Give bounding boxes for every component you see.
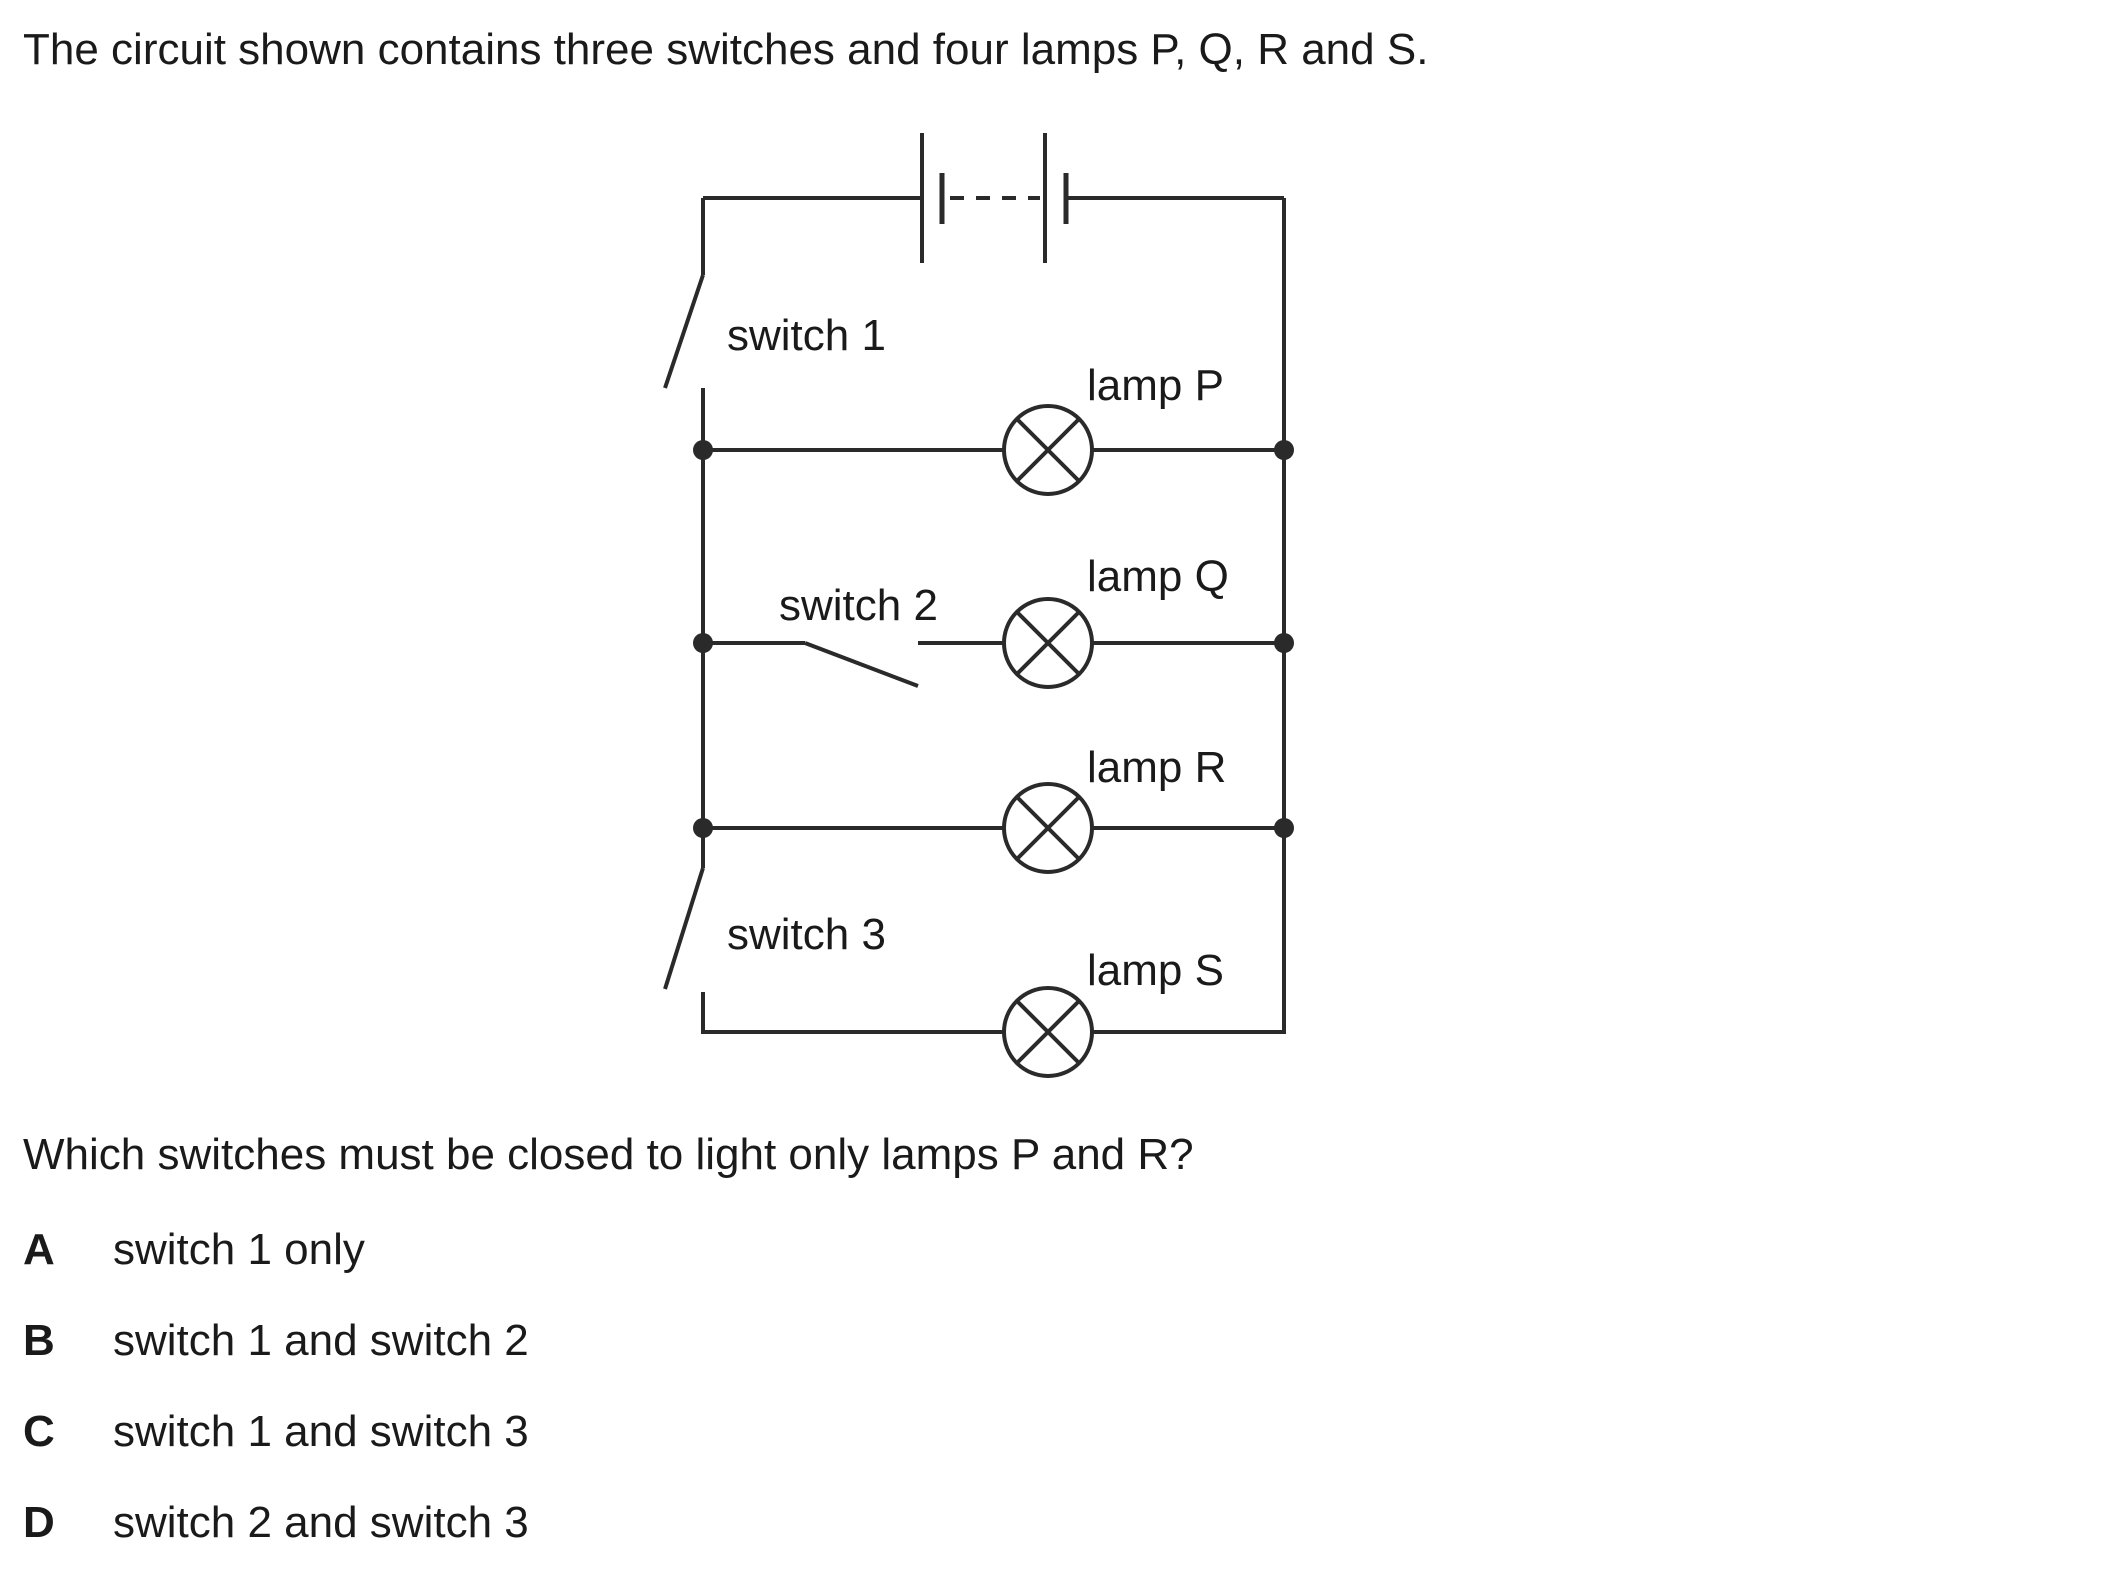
option-text: switch 1 only [113, 1225, 365, 1274]
lamp-r-label: lamp R [1087, 743, 1226, 792]
lamp-s-icon [1002, 986, 1094, 1078]
lamp-p-icon [1002, 404, 1094, 496]
switch-2-label: switch 2 [779, 581, 938, 630]
right-rail [1092, 198, 1286, 1034]
junction-dot-icon [1274, 440, 1294, 460]
lamp-s-label: lamp S [1087, 946, 1224, 995]
option-text: switch 2 and switch 3 [113, 1498, 529, 1547]
switch-1-label: switch 1 [727, 311, 886, 360]
junction-dot-icon [1274, 633, 1294, 653]
lamp-r-cross-b [1015, 795, 1081, 861]
option-letter: A [23, 1225, 55, 1274]
lamp-q-cross-b [1015, 610, 1081, 676]
intro-text: The circuit shown contains three switche… [23, 25, 1429, 74]
lamp-s-cross-b [1015, 999, 1081, 1065]
switch-3-blade [663, 867, 705, 990]
junction-dot-icon [1274, 818, 1294, 838]
lamp-p-label: lamp P [1087, 361, 1224, 410]
option-letter: B [23, 1316, 55, 1365]
lamp-r-icon [1002, 782, 1094, 874]
switch-3-label: switch 3 [727, 910, 886, 959]
option-letter: C [23, 1407, 55, 1456]
junction-dot-icon [693, 440, 713, 460]
option-letter: D [23, 1498, 55, 1547]
lamp-p-cross-b [1015, 417, 1081, 483]
bottom-wire-left [701, 992, 1004, 1034]
battery-icon [703, 133, 1284, 263]
switch-1-blade [663, 274, 705, 389]
option-text: switch 1 and switch 2 [113, 1316, 529, 1365]
option-text: switch 1 and switch 3 [113, 1407, 529, 1456]
lamp-q-label: lamp Q [1087, 552, 1229, 601]
question-text: Which switches must be closed to light o… [23, 1130, 1194, 1179]
lamp-q-icon [1002, 597, 1094, 689]
junction-dot-icon [693, 633, 713, 653]
switch-2-blade [804, 641, 919, 688]
junction-dot-icon [693, 818, 713, 838]
